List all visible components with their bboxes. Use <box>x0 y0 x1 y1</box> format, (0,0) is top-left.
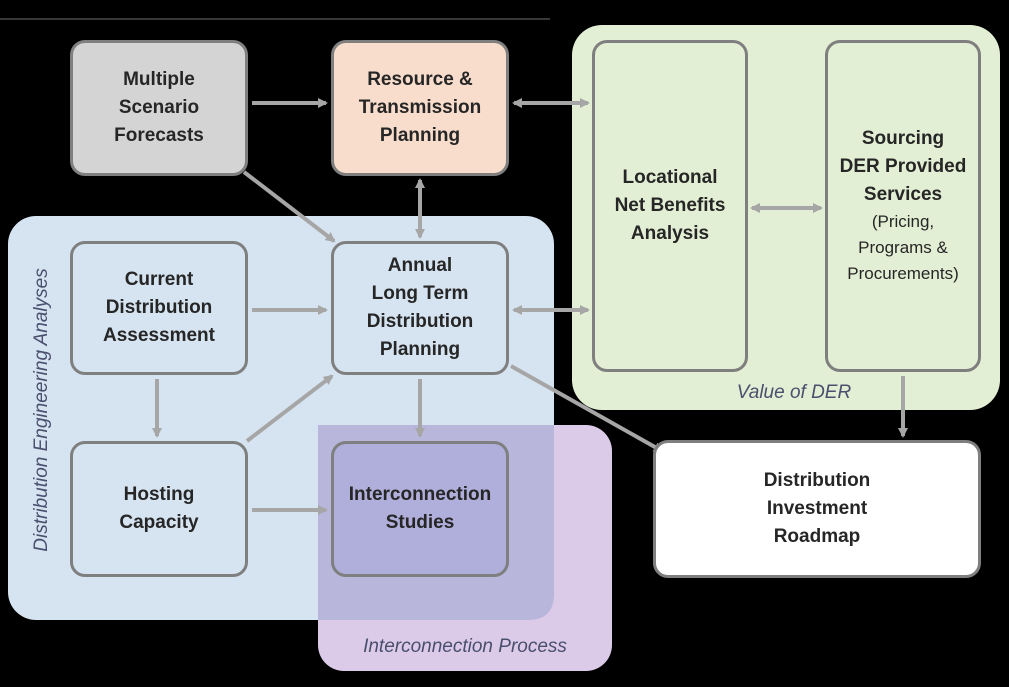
node-multiple-scenario-forecasts: Multiple Scenario Forecasts <box>70 40 248 176</box>
node-sourcing-der-detail-line-1: (Pricing, <box>871 212 935 231</box>
node-sourcing-der-line-1: Sourcing <box>861 128 945 149</box>
node-current-distribution-assessment: Current Distribution Assessment <box>70 241 248 375</box>
arrow-multiple-scenario-forecasts-to-annual-long-term-planning <box>242 170 336 243</box>
node-resource-transmission-planning-line-2: Transmission <box>358 97 482 118</box>
arrow-annual-long-term-planning-to-distribution-investment-roadmap <box>510 364 664 453</box>
node-hosting-capacity: Hosting Capacity <box>70 441 248 577</box>
node-annual-long-term-planning-line-1: Annual <box>387 255 453 276</box>
node-locational-net-benefits-analysis: Locational Net Benefits Analysis <box>592 40 748 372</box>
node-interconnection-studies: Interconnection Studies <box>331 441 509 577</box>
node-distribution-investment-roadmap-line-3: Roadmap <box>773 526 861 547</box>
node-current-distribution-assessment-line-3: Assessment <box>103 325 215 346</box>
node-hosting-capacity-line-1: Hosting <box>123 484 195 505</box>
node-sourcing-der-detail-line-2: Programs & <box>858 238 948 257</box>
node-sourcing-der-line-2: DER Provided <box>839 156 967 177</box>
node-annual-long-term-planning-line-3: Distribution <box>366 311 474 332</box>
node-current-distribution-assessment-line-1: Current <box>124 269 194 290</box>
node-annual-long-term-planning-line-4: Planning <box>379 339 461 360</box>
node-resource-transmission-planning-line-1: Resource & <box>367 69 473 90</box>
node-annual-long-term-planning-line-2: Long Term <box>371 283 469 304</box>
node-sourcing-der-line-3: Services <box>863 184 943 205</box>
node-resource-transmission-planning: Resource & Transmission Planning <box>331 40 509 176</box>
region-label-interconnection-process: Interconnection Process <box>340 636 590 658</box>
node-locational-net-benefits-line-2: Net Benefits <box>614 195 726 216</box>
node-distribution-investment-roadmap-line-2: Investment <box>766 498 868 519</box>
node-multiple-scenario-forecasts-line-3: Forecasts <box>114 125 204 146</box>
region-label-value-of-der-text: Value of DER <box>736 382 852 403</box>
node-annual-long-term-distribution-planning: Annual Long Term Distribution Planning <box>331 241 509 375</box>
node-interconnection-studies-line-2: Studies <box>385 512 455 533</box>
arrow-hosting-capacity-to-annual-long-term-planning <box>245 374 334 443</box>
node-locational-net-benefits-line-3: Analysis <box>630 223 710 244</box>
node-distribution-investment-roadmap-line-1: Distribution <box>763 470 871 491</box>
node-distribution-investment-roadmap: Distribution Investment Roadmap <box>653 440 981 578</box>
node-sourcing-der-detail-line-3: Procurements) <box>847 264 959 283</box>
node-multiple-scenario-forecasts-line-2: Scenario <box>118 97 200 118</box>
node-locational-net-benefits-line-1: Locational <box>622 167 718 188</box>
node-interconnection-studies-line-1: Interconnection <box>348 484 492 505</box>
node-multiple-scenario-forecasts-line-1: Multiple <box>123 69 195 90</box>
region-label-value-of-der: Value of DER <box>724 382 864 404</box>
node-resource-transmission-planning-line-3: Planning <box>379 125 461 146</box>
node-hosting-capacity-line-2: Capacity <box>119 512 199 533</box>
region-label-distribution-engineering-text: Distribution Engineering Analyses <box>31 268 52 552</box>
node-current-distribution-assessment-line-2: Distribution <box>105 297 213 318</box>
node-sourcing-der-provided-services: Sourcing DER Provided Services (Pricing,… <box>825 40 981 372</box>
edge-layer <box>152 98 908 515</box>
region-label-interconnection-process-text: Interconnection Process <box>363 636 567 657</box>
